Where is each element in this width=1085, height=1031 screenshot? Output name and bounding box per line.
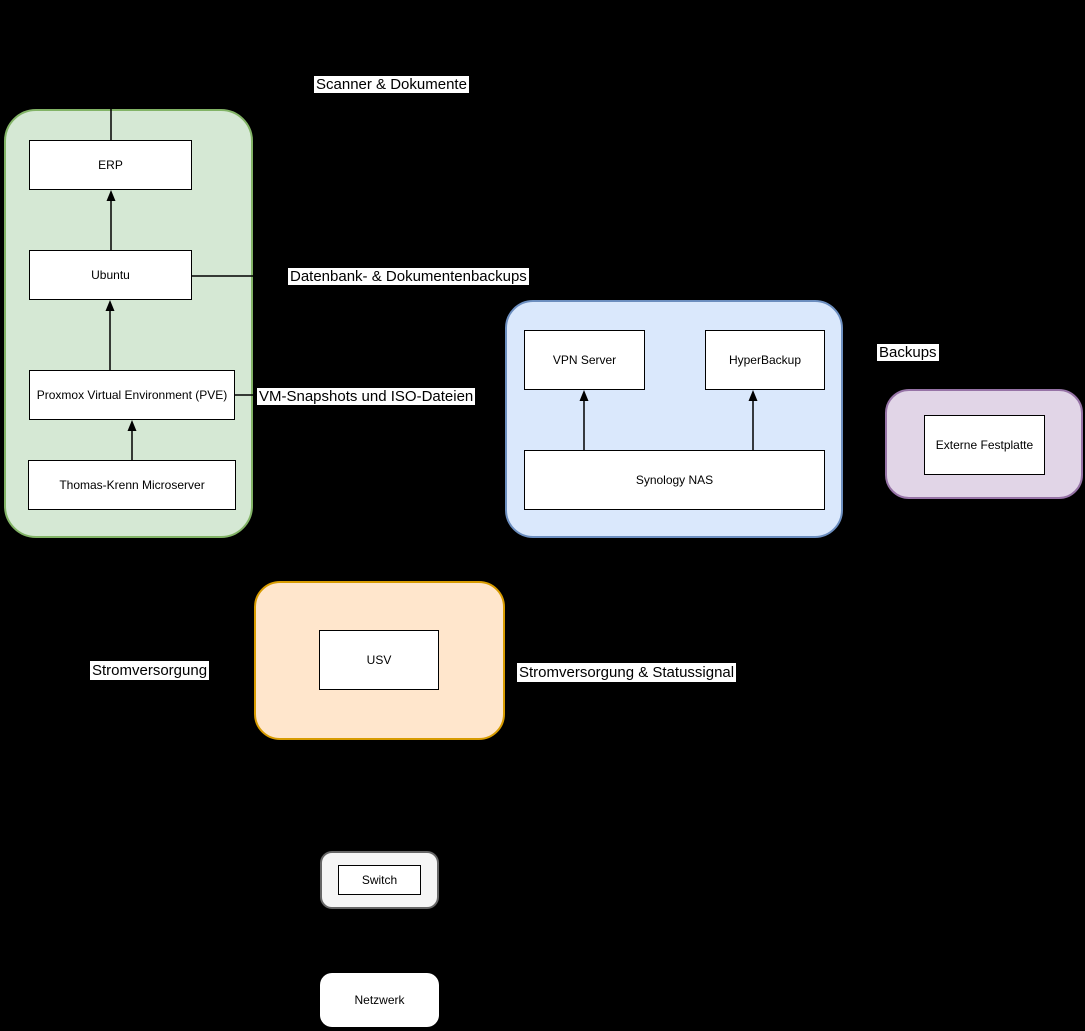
edge-label-scanner-dokumente: Scanner & Dokumente: [314, 76, 469, 93]
edge-label-datenbank-dokumentenbackups: Datenbank- & Dokumentenbackups: [288, 268, 529, 285]
edge-label-stromversorgung-statussignal: Stromversorgung & Statussignal: [517, 663, 737, 682]
node-externe-festplatte: Externe Festplatte: [924, 415, 1045, 475]
node-vpn-server: VPN Server: [524, 330, 645, 390]
edge-label-stromversorgung: Stromversorgung: [90, 661, 210, 680]
node-usv: USV: [319, 630, 439, 690]
edge-label-vm-snapshots-iso: VM-Snapshots und ISO-Dateien: [257, 388, 476, 405]
node-netzwerk: Netzwerk: [320, 973, 439, 1027]
node-erp: ERP: [29, 140, 192, 190]
edge-label-backups: Backups: [877, 344, 939, 361]
node-thomas-krenn-microserver: Thomas-Krenn Microserver: [28, 460, 236, 510]
node-synology-nas: Synology NAS: [524, 450, 825, 510]
node-hyperbackup: HyperBackup: [705, 330, 825, 390]
node-ubuntu: Ubuntu: [29, 250, 192, 300]
node-proxmox-pve: Proxmox Virtual Environment (PVE): [29, 370, 235, 420]
node-switch: Switch: [338, 865, 421, 895]
